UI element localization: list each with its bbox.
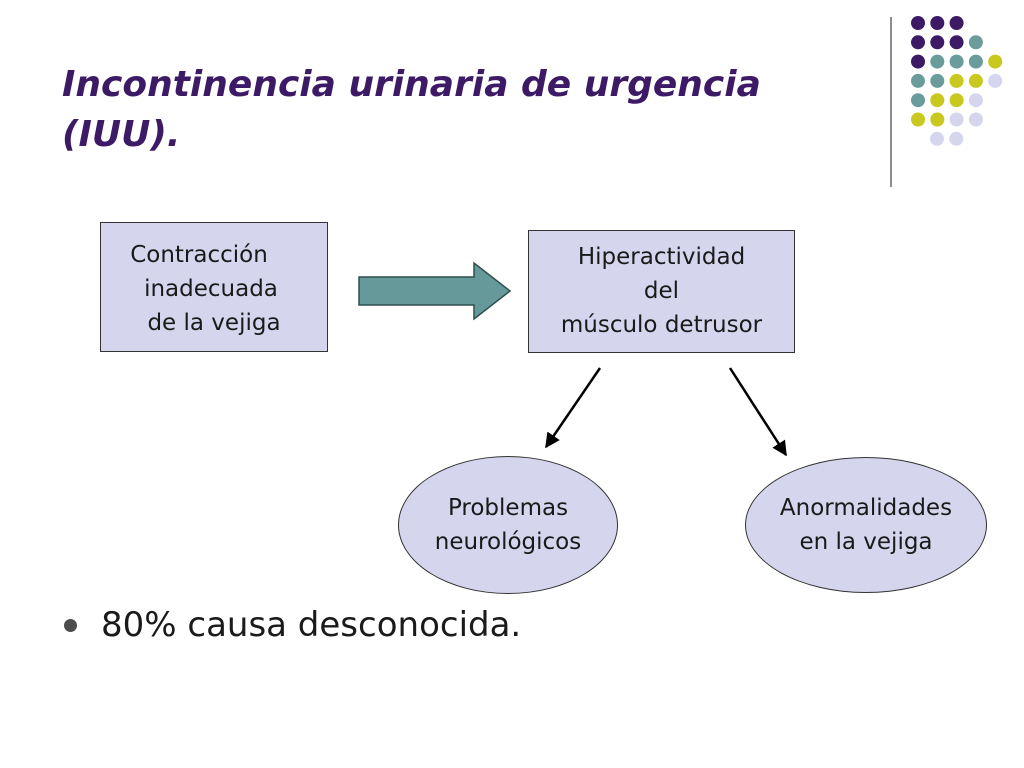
- decorative-dot: [988, 73, 1003, 88]
- right-branch-line-1: Anormalidades: [779, 495, 953, 521]
- decorative-dot: [949, 112, 964, 127]
- decorative-dot: [930, 16, 945, 30]
- left-branch-line-1: Problemas: [447, 495, 569, 521]
- decorative-dot: [930, 131, 944, 146]
- decorative-dot: [911, 16, 925, 30]
- decorative-dot: [930, 54, 945, 69]
- effect-box-line-2: del: [643, 278, 680, 304]
- slide-title: Incontinencia urinaria de urgencia (IUU)…: [62, 60, 862, 160]
- decorative-dot: [949, 54, 964, 69]
- cause-box-line-1: Contracción: [130, 242, 268, 268]
- decorative-dot: [968, 35, 983, 50]
- decorative-divider-line: [890, 17, 892, 187]
- decorative-dot: [911, 35, 925, 50]
- effect-box-line-3: músculo detrusor: [560, 312, 763, 338]
- decorative-dot: [988, 54, 1003, 69]
- left-branch-oval: Problemas neurológicos: [398, 456, 618, 594]
- left-branch-line-2: neurológicos: [434, 529, 582, 555]
- bullet-item: 80% causa desconocida.: [64, 600, 521, 650]
- arrow-to-left-branch: [544, 367, 602, 449]
- bullet-dot-icon: [64, 618, 77, 632]
- decorative-dot: [968, 112, 983, 127]
- decorative-dot: [911, 112, 925, 127]
- decorative-dot: [968, 54, 983, 69]
- decorative-dot: [930, 35, 945, 50]
- decorative-dot: [930, 93, 945, 108]
- decorative-dot: [911, 54, 925, 69]
- cause-box-line-3: de la vejiga: [147, 310, 281, 336]
- effect-box-line-1: Hiperactividad: [577, 244, 746, 270]
- slide-title-line-1: Incontinencia urinaria de urgencia: [62, 64, 761, 105]
- decorative-dot-grid: [911, 16, 1003, 146]
- right-branch-oval: Anormalidades en la vejiga: [745, 457, 987, 593]
- slide-title-line-2: (IUU).: [62, 114, 181, 155]
- effect-box: Hiperactividad del músculo detrusor: [528, 230, 795, 353]
- cause-box-line-2: inadecuada: [144, 276, 278, 302]
- decorative-dot: [949, 131, 964, 146]
- decorative-dot: [968, 73, 983, 88]
- decorative-dot: [949, 35, 964, 50]
- decorative-dot: [968, 93, 983, 108]
- decorative-dot: [911, 93, 925, 108]
- arrow-to-right-branch: [728, 367, 788, 457]
- bullet-text: 80% causa desconocida.: [101, 605, 522, 645]
- decorative-dot: [911, 73, 925, 88]
- decorative-dot: [949, 16, 964, 30]
- block-arrow-right: [358, 261, 512, 321]
- right-branch-line-2: en la vejiga: [799, 529, 933, 555]
- decorative-dot: [949, 73, 964, 88]
- decorative-dot: [949, 93, 964, 108]
- decorative-dot: [930, 112, 945, 127]
- decorative-dot: [930, 73, 945, 88]
- cause-box: Contracción inadecuada de la vejiga: [100, 222, 328, 352]
